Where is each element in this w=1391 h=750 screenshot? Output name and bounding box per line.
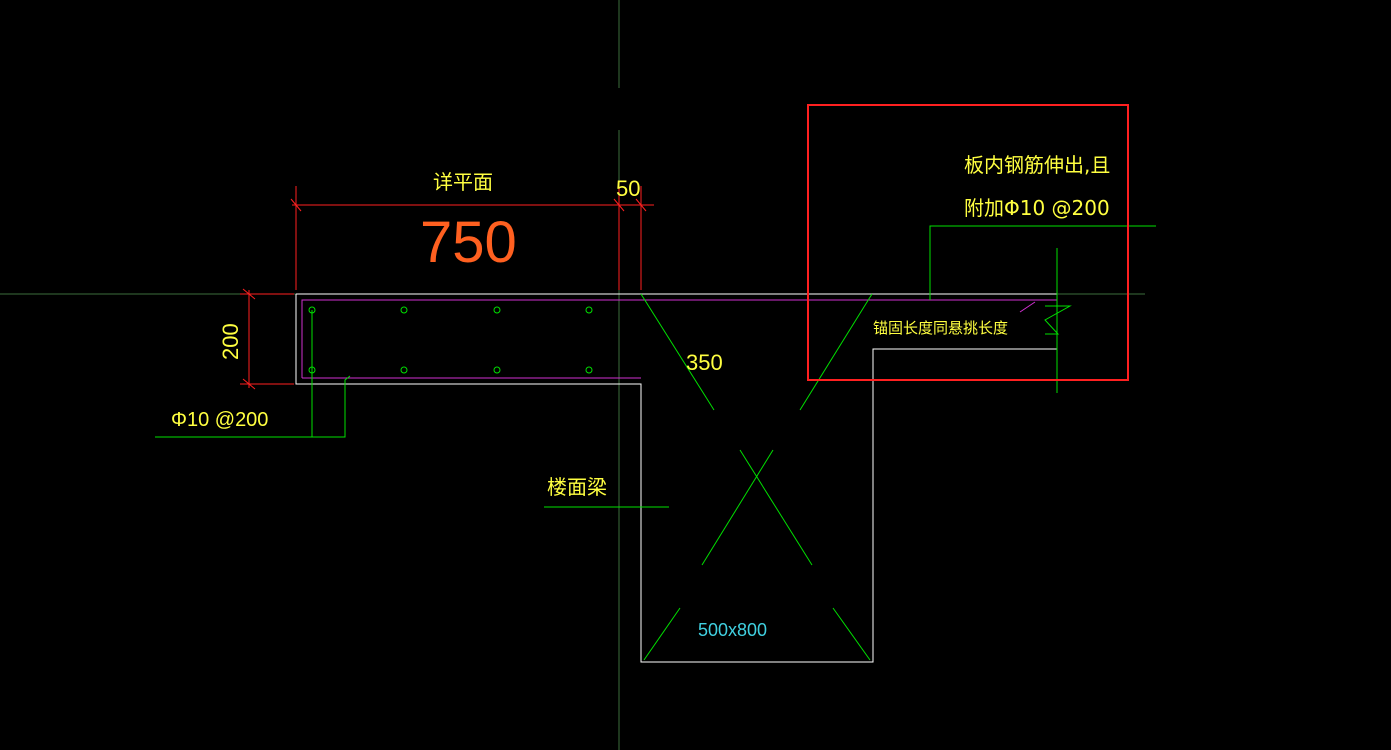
dim-tick [242, 378, 256, 390]
leader-rebar-left [155, 375, 351, 438]
beam-cross [701, 449, 774, 566]
dim-height-value: 200 [218, 323, 243, 360]
beam-diag [640, 293, 715, 411]
label-anchor-note: 锚固长度同悬挑长度 [873, 319, 1008, 337]
dim-beam-offset: 350 [686, 350, 723, 375]
label-rebar-left: Φ10 @200 [171, 409, 268, 431]
break-symbol [1044, 305, 1072, 335]
leaders [155, 225, 1156, 508]
beam-cross [739, 449, 813, 566]
rebar-dot [400, 306, 408, 314]
beam-diag [832, 607, 871, 661]
dim-top-label: 详平面 [433, 170, 493, 194]
dim-tick [290, 198, 302, 212]
highlight-box[interactable] [807, 104, 1129, 381]
rebar-dot [400, 366, 408, 374]
label-note-line2: 附加Φ10 @200 [964, 196, 1110, 220]
rebar-dot [493, 306, 501, 314]
dim-tick [242, 288, 256, 300]
beam-section-marks [640, 293, 873, 661]
rebar-dots [308, 306, 593, 374]
label-beam-section: 500x800 [698, 620, 767, 640]
dimensions [240, 186, 654, 390]
leader-note [929, 225, 1156, 300]
label-beam-name: 楼面梁 [547, 475, 607, 499]
beam-diag [799, 293, 873, 411]
dim-span-value: 750 [420, 210, 517, 275]
label-note-line1: 板内钢筋伸出,且 [964, 153, 1110, 177]
dim-tick [613, 198, 625, 212]
dim-tick [635, 198, 647, 212]
beam-diag [643, 607, 681, 661]
rebar-dot [493, 366, 501, 374]
rebar-dot [585, 366, 593, 374]
rebar-dot [585, 306, 593, 314]
rebar [301, 299, 1057, 379]
rebar-top [301, 299, 1057, 378]
dim-small-value: 50 [616, 176, 640, 201]
rebar-hook [1019, 301, 1036, 313]
